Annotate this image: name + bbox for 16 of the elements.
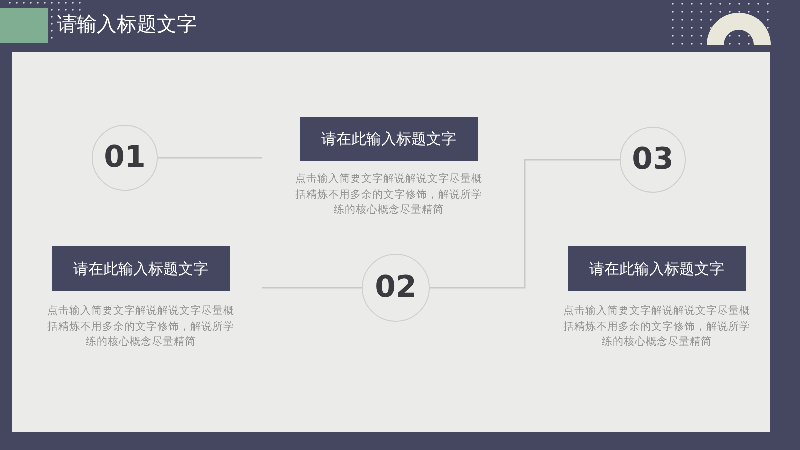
heading-text: 请在此输入标题文字 — [74, 260, 208, 278]
connector-line — [430, 159, 620, 289]
connector-line — [158, 157, 262, 159]
page-title: 请输入标题文字 — [57, 12, 197, 36]
heading-text: 请在此输入标题文字 — [322, 130, 456, 148]
connector-line — [262, 287, 362, 289]
step-number: 01 — [104, 143, 146, 173]
description-text: 点击输入简要文字解说解说文字尽量概括精炼不用多余的文字修饰，解说所学练的核心概念尽量精简 — [294, 172, 484, 218]
step-number: 03 — [632, 145, 674, 175]
title-box — [52, 246, 230, 291]
heading-text: 请在此输入标题文字 — [590, 260, 724, 278]
description-text: 点击输入简要文字解说解说文字尽量概括精炼不用多余的文字修饰，解说所学练的核心概念尽量精简 — [562, 304, 752, 350]
title-box — [300, 117, 478, 161]
step-number: 02 — [375, 273, 417, 303]
description-text: 点击输入简要文字解说解说文字尽量概括精炼不用多余的文字修饰，解说所学练的核心概念尽量精简 — [46, 304, 236, 350]
title-box — [568, 246, 746, 291]
